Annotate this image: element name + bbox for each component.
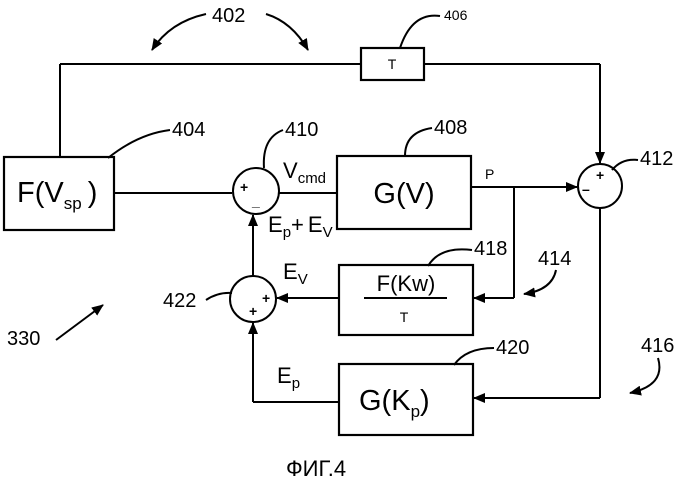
- junction-422-plus-bottom: +: [249, 303, 257, 319]
- arc-402-left: [152, 14, 206, 50]
- gkp-label: G(Kp): [359, 385, 430, 421]
- junction-412-plus: +: [596, 167, 604, 183]
- signal-p: P: [485, 166, 494, 182]
- ref-418: 418: [474, 238, 507, 260]
- fkw-numerator: F(Kw): [377, 271, 436, 296]
- leader-422: [206, 293, 232, 300]
- leader-416: [630, 358, 659, 393]
- signal-vcmd: Vcmd: [283, 158, 326, 187]
- ref-408: 408: [434, 117, 467, 139]
- leader-414: [524, 270, 556, 294]
- ref-404: 404: [172, 119, 205, 141]
- arc-402-right: [266, 14, 308, 50]
- leader-410: [264, 130, 283, 168]
- junction-410-minus: _: [251, 193, 260, 209]
- ref-402: 402: [212, 5, 245, 27]
- leader-412: [612, 160, 638, 170]
- leader-420: [454, 348, 494, 365]
- ref-414: 414: [538, 248, 571, 270]
- arrow-330: [56, 305, 103, 340]
- figure-caption: ФИГ.4: [286, 456, 346, 481]
- junction-422-plus-right: +: [262, 290, 270, 306]
- delay-label: T: [388, 56, 397, 72]
- leader-408: [405, 128, 432, 156]
- signal-ep: Ep: [277, 363, 300, 392]
- ref-406: 406: [444, 7, 468, 23]
- signal-ep-ev: Ep+EV: [268, 212, 333, 241]
- ref-330: 330: [7, 328, 40, 350]
- ref-420: 420: [496, 337, 529, 359]
- gv-label: G(V): [373, 178, 434, 210]
- ref-412: 412: [640, 148, 673, 170]
- junction-412-minus: –: [582, 181, 590, 197]
- fkw-denominator: T: [400, 309, 409, 325]
- junction-410-plus: +: [240, 179, 248, 195]
- ref-410: 410: [285, 119, 318, 141]
- leader-406: [400, 16, 440, 48]
- leader-418: [428, 249, 472, 266]
- ref-422: 422: [163, 290, 196, 312]
- leader-404: [108, 130, 170, 158]
- signal-ev: EV: [283, 259, 308, 288]
- ref-416: 416: [641, 335, 674, 357]
